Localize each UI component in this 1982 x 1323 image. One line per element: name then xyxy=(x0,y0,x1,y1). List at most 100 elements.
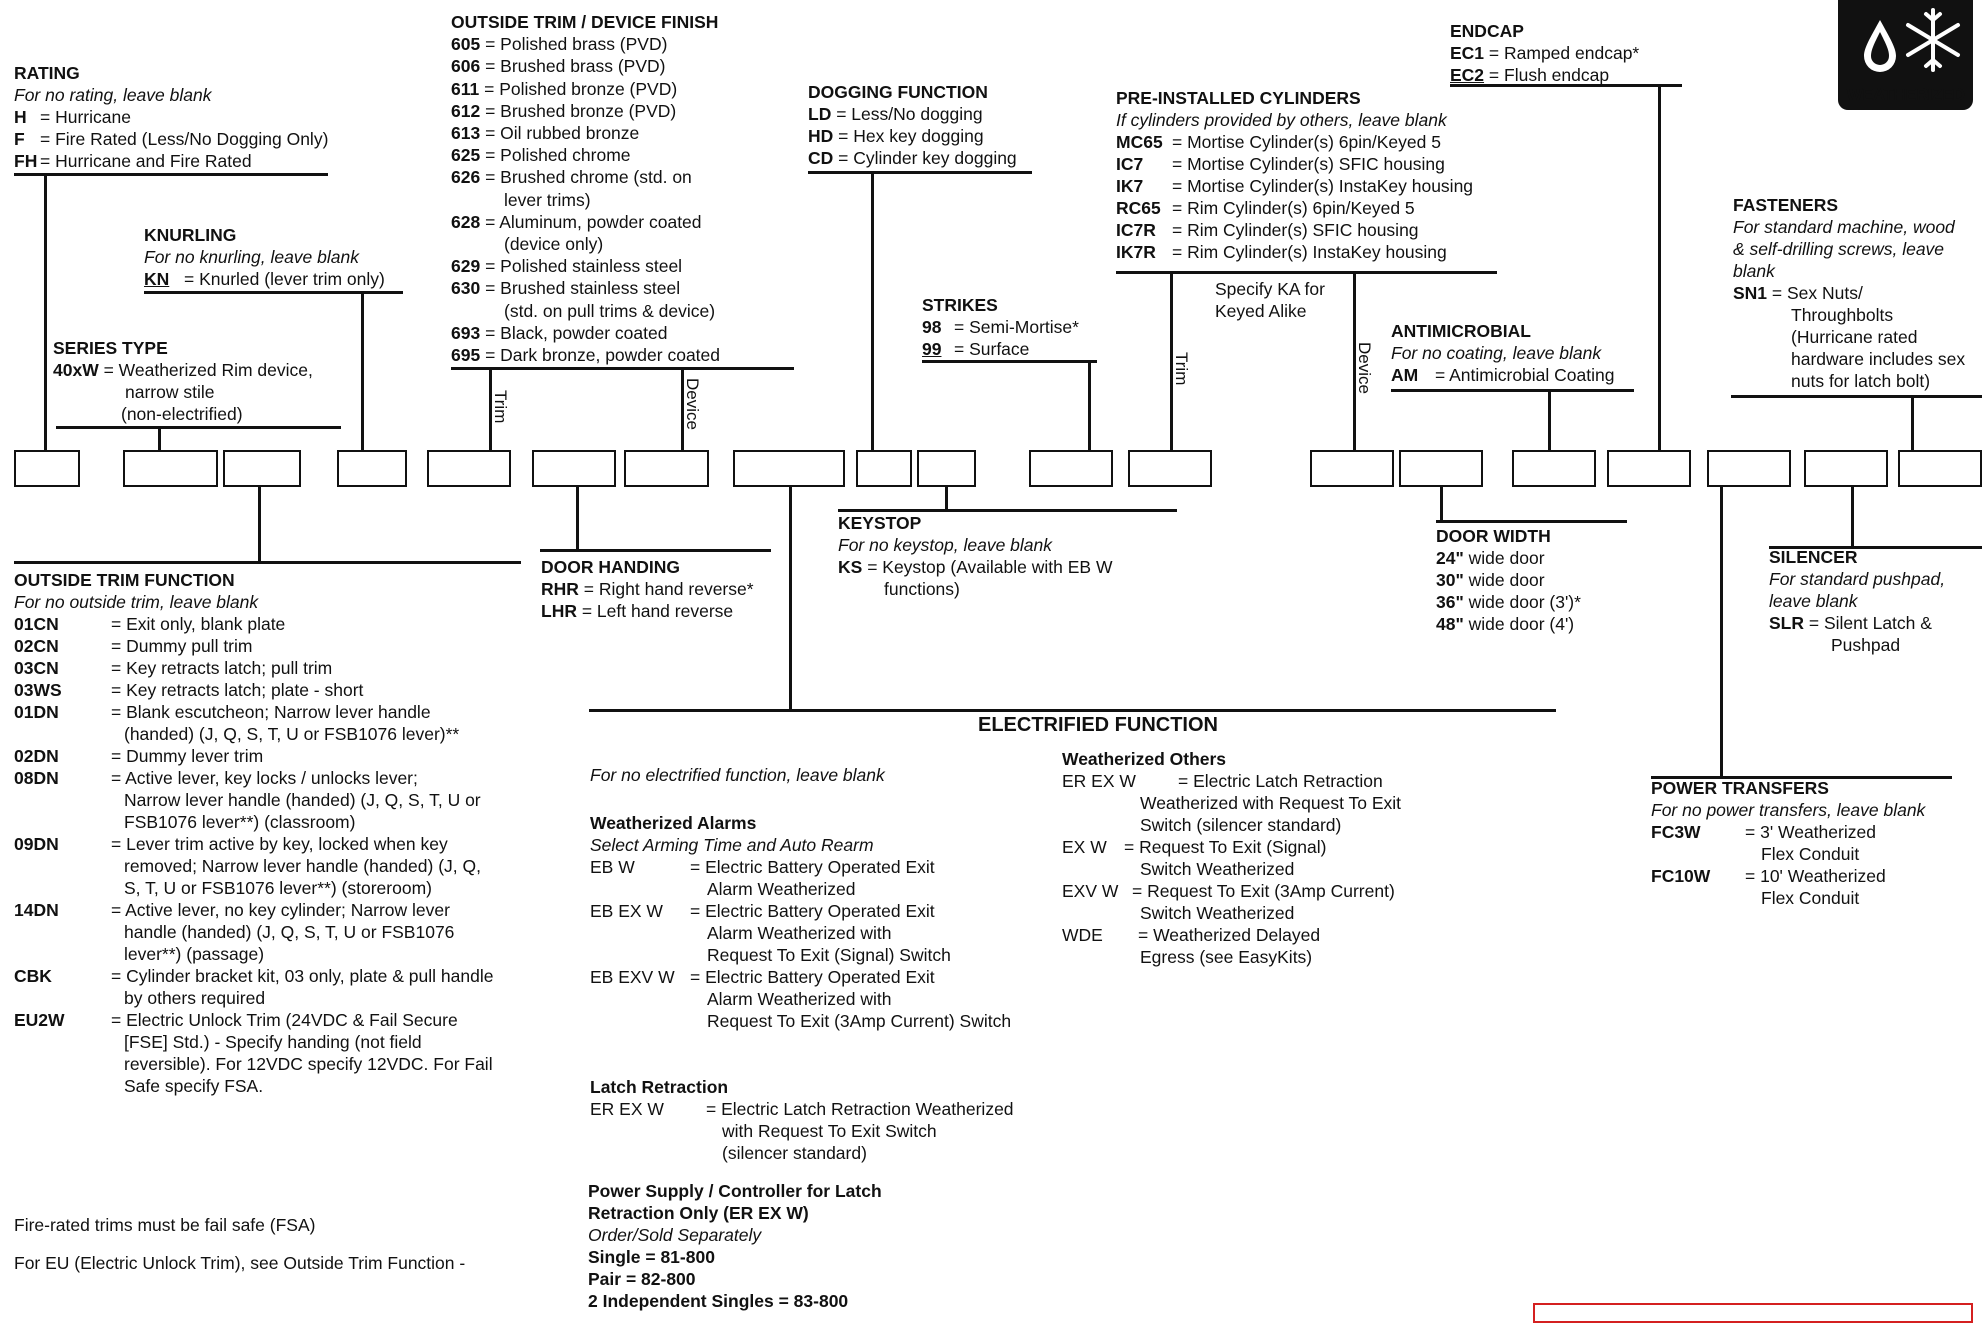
antimicrobial-note: For no coating, leave blank xyxy=(1391,343,1602,363)
silencer-desc2: Pushpad xyxy=(1831,635,1901,655)
code-box-door-width[interactable] xyxy=(1399,450,1483,487)
code-box-strikes[interactable] xyxy=(1029,450,1113,487)
others-item-code xyxy=(1062,902,1126,924)
code-box-trim-finish[interactable] xyxy=(427,450,511,487)
power-transfers-underline xyxy=(1651,776,1952,779)
code-box-endcap[interactable] xyxy=(1607,450,1691,487)
trim-function-item-code: 02CN xyxy=(14,636,59,656)
code-box-trim-function[interactable] xyxy=(733,450,845,487)
door-handing-underline xyxy=(540,549,771,552)
endcap-desc-ec1: = Ramped endcap* xyxy=(1488,43,1640,63)
trim-function-item-row: handle (handed) (J, Q, S, T, U or FSB107… xyxy=(14,921,534,943)
cylinders-desc-ic7r: = Rim Cylinder(s) SFIC housing xyxy=(1172,220,1419,240)
keystop-note: For no keystop, leave blank xyxy=(838,535,1053,555)
trim-function-item-code: CBK xyxy=(14,966,52,986)
code-box-dogging[interactable] xyxy=(856,450,912,487)
power-transfers-section: POWER TRANSFERS For no power transfers, … xyxy=(1651,777,1925,909)
alarms-note: Select Arming Time and Auto Rearm xyxy=(590,835,874,855)
power-supply-title2: Retraction Only (ER EX W) xyxy=(588,1203,809,1223)
others-item-desc: Weatherized with Request To Exit xyxy=(1140,793,1402,813)
others-item-row: Egress (see EasyKits) xyxy=(1062,946,1401,968)
door-width-underline xyxy=(1436,520,1627,523)
endcap-underline xyxy=(1450,84,1682,87)
finish-device-label: Device xyxy=(683,378,702,430)
code-box-fasteners[interactable] xyxy=(1898,450,1982,487)
alarm-item-row: EB EX W= Electric Battery Operated Exit xyxy=(590,900,1011,922)
finish-code-625: 625 xyxy=(451,145,481,166)
rating-section: RATING For no rating, leave blank H= Hur… xyxy=(14,62,328,172)
code-box-trim-cylinder[interactable] xyxy=(1128,450,1212,487)
finish-desc-626: = Brushed chrome (std. on xyxy=(485,167,692,188)
finish-device-connector xyxy=(681,367,684,451)
finish-code-612: 612 xyxy=(451,100,481,121)
trim-function-item-row: 01CN= Exit only, blank plate xyxy=(14,613,534,635)
electrified-underline xyxy=(589,709,1556,712)
cylinders-title: PRE-INSTALLED CYLINDERS xyxy=(1116,88,1361,108)
code-box-silencer[interactable] xyxy=(1804,450,1888,487)
series-type-section: SERIES TYPE 40xW = Weatherized Rim devic… xyxy=(53,337,313,425)
code-box-knurling[interactable] xyxy=(337,450,407,487)
alarm-item-row: Alarm Weatherized xyxy=(590,878,1011,900)
trim-function-item-code: 09DN xyxy=(14,834,59,854)
code-box-antimicrobial[interactable] xyxy=(1512,450,1596,487)
code-box-rating[interactable] xyxy=(14,450,80,487)
finish-desc2-630: (std. on pull trims & device) xyxy=(504,300,716,321)
series-type-code: 40xW xyxy=(53,360,99,380)
strikes-desc-99: = Surface xyxy=(954,339,1030,359)
alarm-item-code xyxy=(590,944,690,966)
door-width-desc-24: wide door xyxy=(1468,548,1545,568)
trim-function-underline xyxy=(14,561,521,564)
finish-desc-693: = Black, powder coated xyxy=(485,322,668,343)
power-supply-independent: 2 Independent Singles = 83-800 xyxy=(588,1291,849,1311)
rating-title: RATING xyxy=(14,63,80,83)
cylinders-code-ik7: IK7 xyxy=(1116,176,1144,196)
cylinders-code-ic7r: IC7R xyxy=(1116,220,1156,240)
code-box-device-finish[interactable] xyxy=(624,450,709,487)
trim-function-item-code xyxy=(14,855,111,877)
others-item-desc: = Weatherized Delayed xyxy=(1138,925,1321,945)
trim-function-item-row: lever**) (passage) xyxy=(14,943,534,965)
trim-function-item-code xyxy=(14,1075,111,1097)
code-box-device-cylinder[interactable] xyxy=(1310,450,1394,487)
silencer-connector xyxy=(1851,487,1854,547)
others-item-code: ER EX W xyxy=(1062,771,1136,791)
others-item-desc: Switch Weatherized xyxy=(1140,903,1295,923)
alarm-item-desc: = Electric Battery Operated Exit xyxy=(690,901,935,921)
code-box-keystop[interactable] xyxy=(917,450,976,487)
others-item-desc: = Electric Latch Retraction xyxy=(1178,771,1383,791)
code-box-series-2[interactable] xyxy=(223,450,301,487)
trim-function-item-desc: Narrow lever handle (handed) (J, Q, S, T… xyxy=(124,790,481,810)
endcap-code-ec2: EC2 xyxy=(1450,65,1485,85)
antimicrobial-connector xyxy=(1548,389,1551,451)
cylinders-ka-note: Specify KA for Keyed Alike xyxy=(1215,278,1325,322)
electrified-note: For no electrified function, leave blank xyxy=(590,765,885,785)
notice-box xyxy=(1533,1303,1973,1323)
keystop-connector xyxy=(945,487,948,511)
alarm-item-desc: Alarm Weatherized with xyxy=(707,923,892,943)
code-box-power-transfer[interactable] xyxy=(1707,450,1791,487)
alarm-item-desc: = Electric Battery Operated Exit xyxy=(690,967,935,987)
cylinders-section: PRE-INSTALLED CYLINDERS If cylinders pro… xyxy=(1116,87,1473,263)
others-item-code: EX W xyxy=(1062,837,1107,857)
fasteners-code: SN1 xyxy=(1733,283,1768,303)
endcap-desc-ec2: = Flush endcap xyxy=(1488,65,1610,85)
code-box-door-handing[interactable] xyxy=(532,450,616,487)
code-box-series-1[interactable] xyxy=(123,450,218,487)
finish-underline xyxy=(451,367,794,370)
trim-function-item-code: EU2W xyxy=(14,1010,65,1030)
keystop-section: KEYSTOP For no keystop, leave blank KS =… xyxy=(838,512,1112,600)
trim-function-item-row: 08DN= Active lever, key locks / unlocks … xyxy=(14,767,534,789)
power-transfers-desc1-fc10w: = 10' Weatherized xyxy=(1745,866,1886,886)
cylinders-device-connector xyxy=(1353,271,1356,451)
silencer-underline xyxy=(1769,546,1982,549)
latch-title: Latch Retraction xyxy=(590,1077,729,1097)
strikes-desc-98: = Semi-Mortise* xyxy=(954,317,1079,337)
fasteners-desc5: nuts for latch bolt) xyxy=(1791,371,1931,391)
power-transfers-desc2-fc3w: Flex Conduit xyxy=(1761,844,1860,864)
trim-function-item-code xyxy=(14,987,111,1009)
fasteners-desc3: (Hurricane rated xyxy=(1791,327,1918,347)
weatherized-others: Weatherized Others ER EX W= Electric Lat… xyxy=(1062,748,1401,968)
trim-function-footnote1: Fire-rated trims must be fail safe (FSA) xyxy=(14,1215,316,1235)
cylinders-code-ic7: IC7 xyxy=(1116,154,1144,174)
door-width-code-48: 48" xyxy=(1436,614,1464,634)
